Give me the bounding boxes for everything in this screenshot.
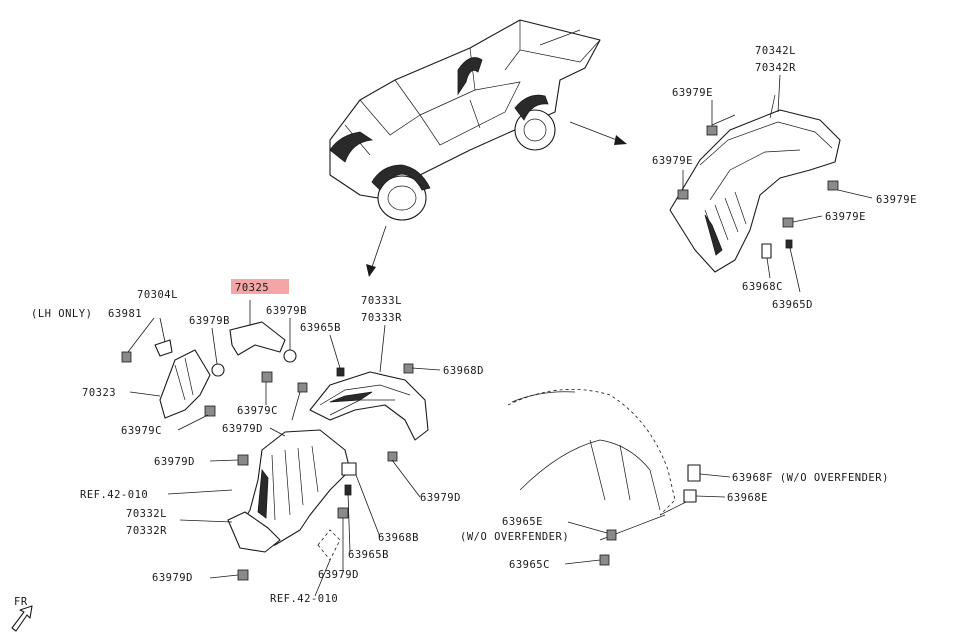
label-70304l[interactable]: 70304L: [137, 289, 178, 301]
label-63968b[interactable]: 63968B: [378, 532, 419, 544]
label-63979d-4[interactable]: 63979D: [420, 492, 461, 504]
overview-arrows: [366, 121, 627, 277]
front-leaders: [127, 300, 441, 597]
highlight-box: [231, 279, 289, 294]
label-63979d-2[interactable]: 63979D: [154, 456, 195, 468]
label-63968d[interactable]: 63968D: [443, 365, 484, 377]
label-70325[interactable]: 70325: [235, 282, 269, 294]
overfender-leaders: [564, 473, 731, 565]
label-63968c[interactable]: 63968C: [742, 281, 783, 293]
label-63979c-2[interactable]: 63979C: [121, 425, 162, 437]
rear-fender-liner: [669, 94, 841, 273]
label-63979e-4[interactable]: 63979E: [825, 211, 866, 223]
label-lh-only[interactable]: (LH ONLY): [31, 308, 92, 320]
rear-fasteners: [677, 125, 839, 259]
label-63979e-2[interactable]: 63979E: [652, 155, 693, 167]
label-ref42-1[interactable]: REF.42-010: [80, 489, 148, 501]
label-70323[interactable]: 70323: [82, 387, 116, 399]
front-fender-liner: [154, 321, 429, 561]
label-63965e[interactable]: 63965E: [502, 516, 543, 528]
label-63968e[interactable]: 63968E: [727, 492, 768, 504]
label-70332l[interactable]: 70332L: [126, 508, 167, 520]
label-63968f[interactable]: 63968F (W/O OVERFENDER): [732, 472, 889, 484]
label-fr: FR: [14, 596, 28, 608]
label-70333l[interactable]: 70333L: [361, 295, 402, 307]
label-63979d-3[interactable]: 63979D: [152, 572, 193, 584]
label-ref42-2[interactable]: REF.42-010: [270, 593, 338, 605]
label-63979c-1[interactable]: 63979C: [237, 405, 278, 417]
label-63965d[interactable]: 63965D: [772, 299, 813, 311]
rear-leaders: [682, 74, 873, 293]
label-63981[interactable]: 63981: [108, 308, 142, 320]
label-70333r[interactable]: 70333R: [361, 312, 402, 324]
label-wo-overfender[interactable]: (W/O OVERFENDER): [460, 531, 569, 543]
label-63965c[interactable]: 63965C: [509, 559, 550, 571]
label-63979d-1[interactable]: 63979D: [222, 423, 263, 435]
label-70342l[interactable]: 70342L: [755, 45, 796, 57]
front-fasteners: [121, 349, 414, 581]
label-63979e-3[interactable]: 63979E: [876, 194, 917, 206]
label-70332r[interactable]: 70332R: [126, 525, 167, 537]
front-direction-arrow-icon: [11, 605, 33, 632]
label-63979b-1[interactable]: 63979B: [189, 315, 230, 327]
part-labels: 70325 70342L 70342R 63979E 63979E 63979E…: [14, 45, 917, 608]
label-63979d-5[interactable]: 63979D: [318, 569, 359, 581]
truck-illustration: [329, 19, 601, 221]
label-63979b-2[interactable]: 63979B: [266, 305, 307, 317]
label-70342r[interactable]: 70342R: [755, 62, 796, 74]
label-63979e-1[interactable]: 63979E: [672, 87, 713, 99]
label-63965b-1[interactable]: 63965B: [300, 322, 341, 334]
label-63965b-2[interactable]: 63965B: [348, 549, 389, 561]
